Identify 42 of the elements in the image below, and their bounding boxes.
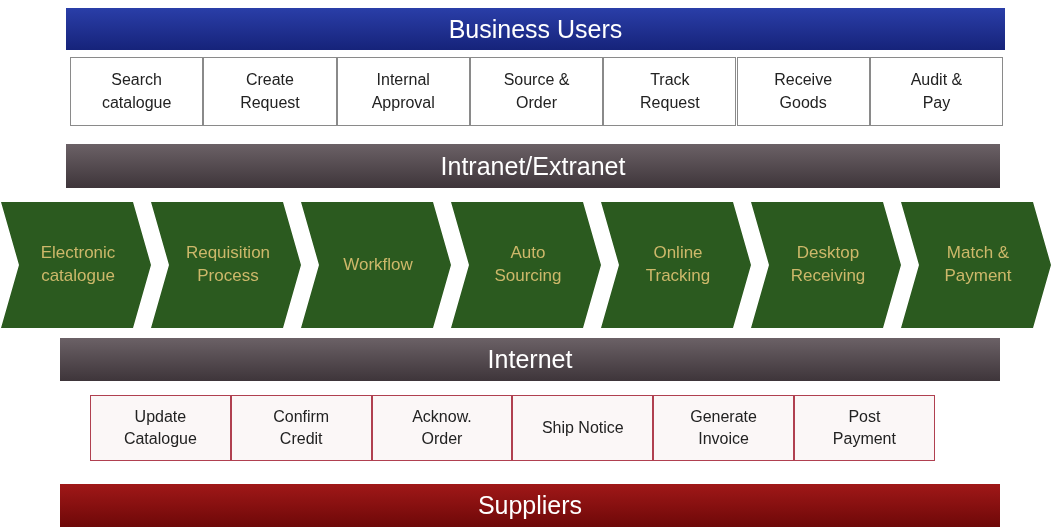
process-label: Auto Sourcing xyxy=(493,242,563,287)
activity-box xyxy=(203,57,337,126)
process-label: Workflow xyxy=(343,253,413,276)
layer-band xyxy=(66,8,1005,50)
activity-label: Ship Notice xyxy=(541,417,624,438)
band-title: Internet xyxy=(487,347,573,372)
activity-box xyxy=(70,57,204,126)
activity-label: Source & Order xyxy=(502,70,571,113)
activity-label: Post Payment xyxy=(831,406,897,449)
activity-box xyxy=(512,395,654,461)
process-label: Electronic catalogue xyxy=(39,242,117,287)
activity-box xyxy=(653,395,794,461)
activity-box xyxy=(736,57,870,126)
activity-label: Generate Invoice xyxy=(689,406,758,449)
activity-label: Create Request xyxy=(239,70,301,113)
band-title: Business Users xyxy=(448,16,623,42)
activity-box xyxy=(336,57,470,126)
layer-band xyxy=(60,338,1000,381)
process-label: Match & Payment xyxy=(943,242,1013,287)
process-label: Requisition Process xyxy=(184,242,272,287)
activity-label: Acknow. Order xyxy=(411,406,473,449)
process-step xyxy=(1,202,151,328)
activity-label: Confirm Credit xyxy=(272,406,331,449)
activity-box xyxy=(230,395,372,461)
activity-box xyxy=(371,395,513,461)
activity-label: Internal Approval xyxy=(370,70,436,113)
layer-band xyxy=(66,144,1000,188)
activity-box xyxy=(794,395,935,461)
activity-label: Receive Goods xyxy=(773,70,834,113)
activity-label: Audit & Pay xyxy=(909,70,964,113)
activity-box xyxy=(90,395,231,461)
layer-band xyxy=(60,484,1000,527)
activity-box xyxy=(603,57,737,126)
activity-label: Update Catalogue xyxy=(122,406,198,449)
activity-box xyxy=(869,57,1004,126)
process-label: Desktop Receiving xyxy=(789,242,867,287)
band-title: Intranet/Extranet xyxy=(440,153,626,179)
activity-box xyxy=(469,57,604,126)
band-title: Suppliers xyxy=(477,493,583,518)
activity-label: Search catalogue xyxy=(100,70,173,113)
activity-label: Track Request xyxy=(639,70,701,113)
process-label: Online Tracking xyxy=(644,242,712,287)
